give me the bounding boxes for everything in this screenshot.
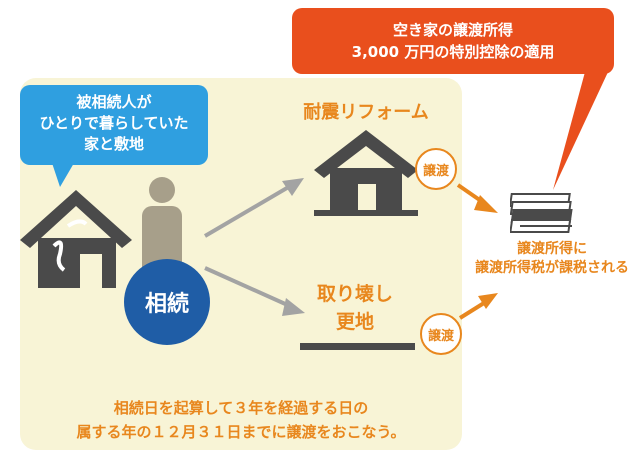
orange-arrow-down-head: [478, 293, 498, 309]
empty-lot-ground: [300, 343, 415, 350]
money-stack-icon: [510, 193, 573, 233]
bottom-path-label: 取り壊し 更地: [316, 283, 393, 333]
callout-text: 空き家の譲渡所得 3,000 万円の特別控除の適用: [351, 21, 555, 61]
top-path-label: 耐震リフォーム: [303, 102, 429, 123]
gray-arrow-down-line: [204, 266, 293, 309]
house-icon: [314, 130, 418, 216]
gray-arrow-down-head: [282, 298, 305, 316]
speech-bubble-text: 被相続人が ひとりで暮らしていた 家と敷地: [39, 93, 189, 153]
gray-arrow-up-head: [282, 178, 304, 196]
old-house-icon: [20, 190, 132, 288]
transfer-circle-top: 譲渡: [415, 148, 457, 190]
transfer-circle-bottom: 譲渡: [420, 313, 462, 355]
result-text: 譲渡所得に 譲渡所得税が課税される: [475, 241, 629, 276]
orange-arrow-down-line: [458, 301, 486, 320]
gray-arrow-up-line: [203, 183, 294, 238]
footer-text: 相続日を起算して３年を経過する日の 属する年の１２月３１日までに譲渡をおこなう。: [76, 399, 406, 441]
orange-arrow-up-head: [474, 195, 498, 213]
inherit-circle: 相続: [124, 259, 210, 345]
